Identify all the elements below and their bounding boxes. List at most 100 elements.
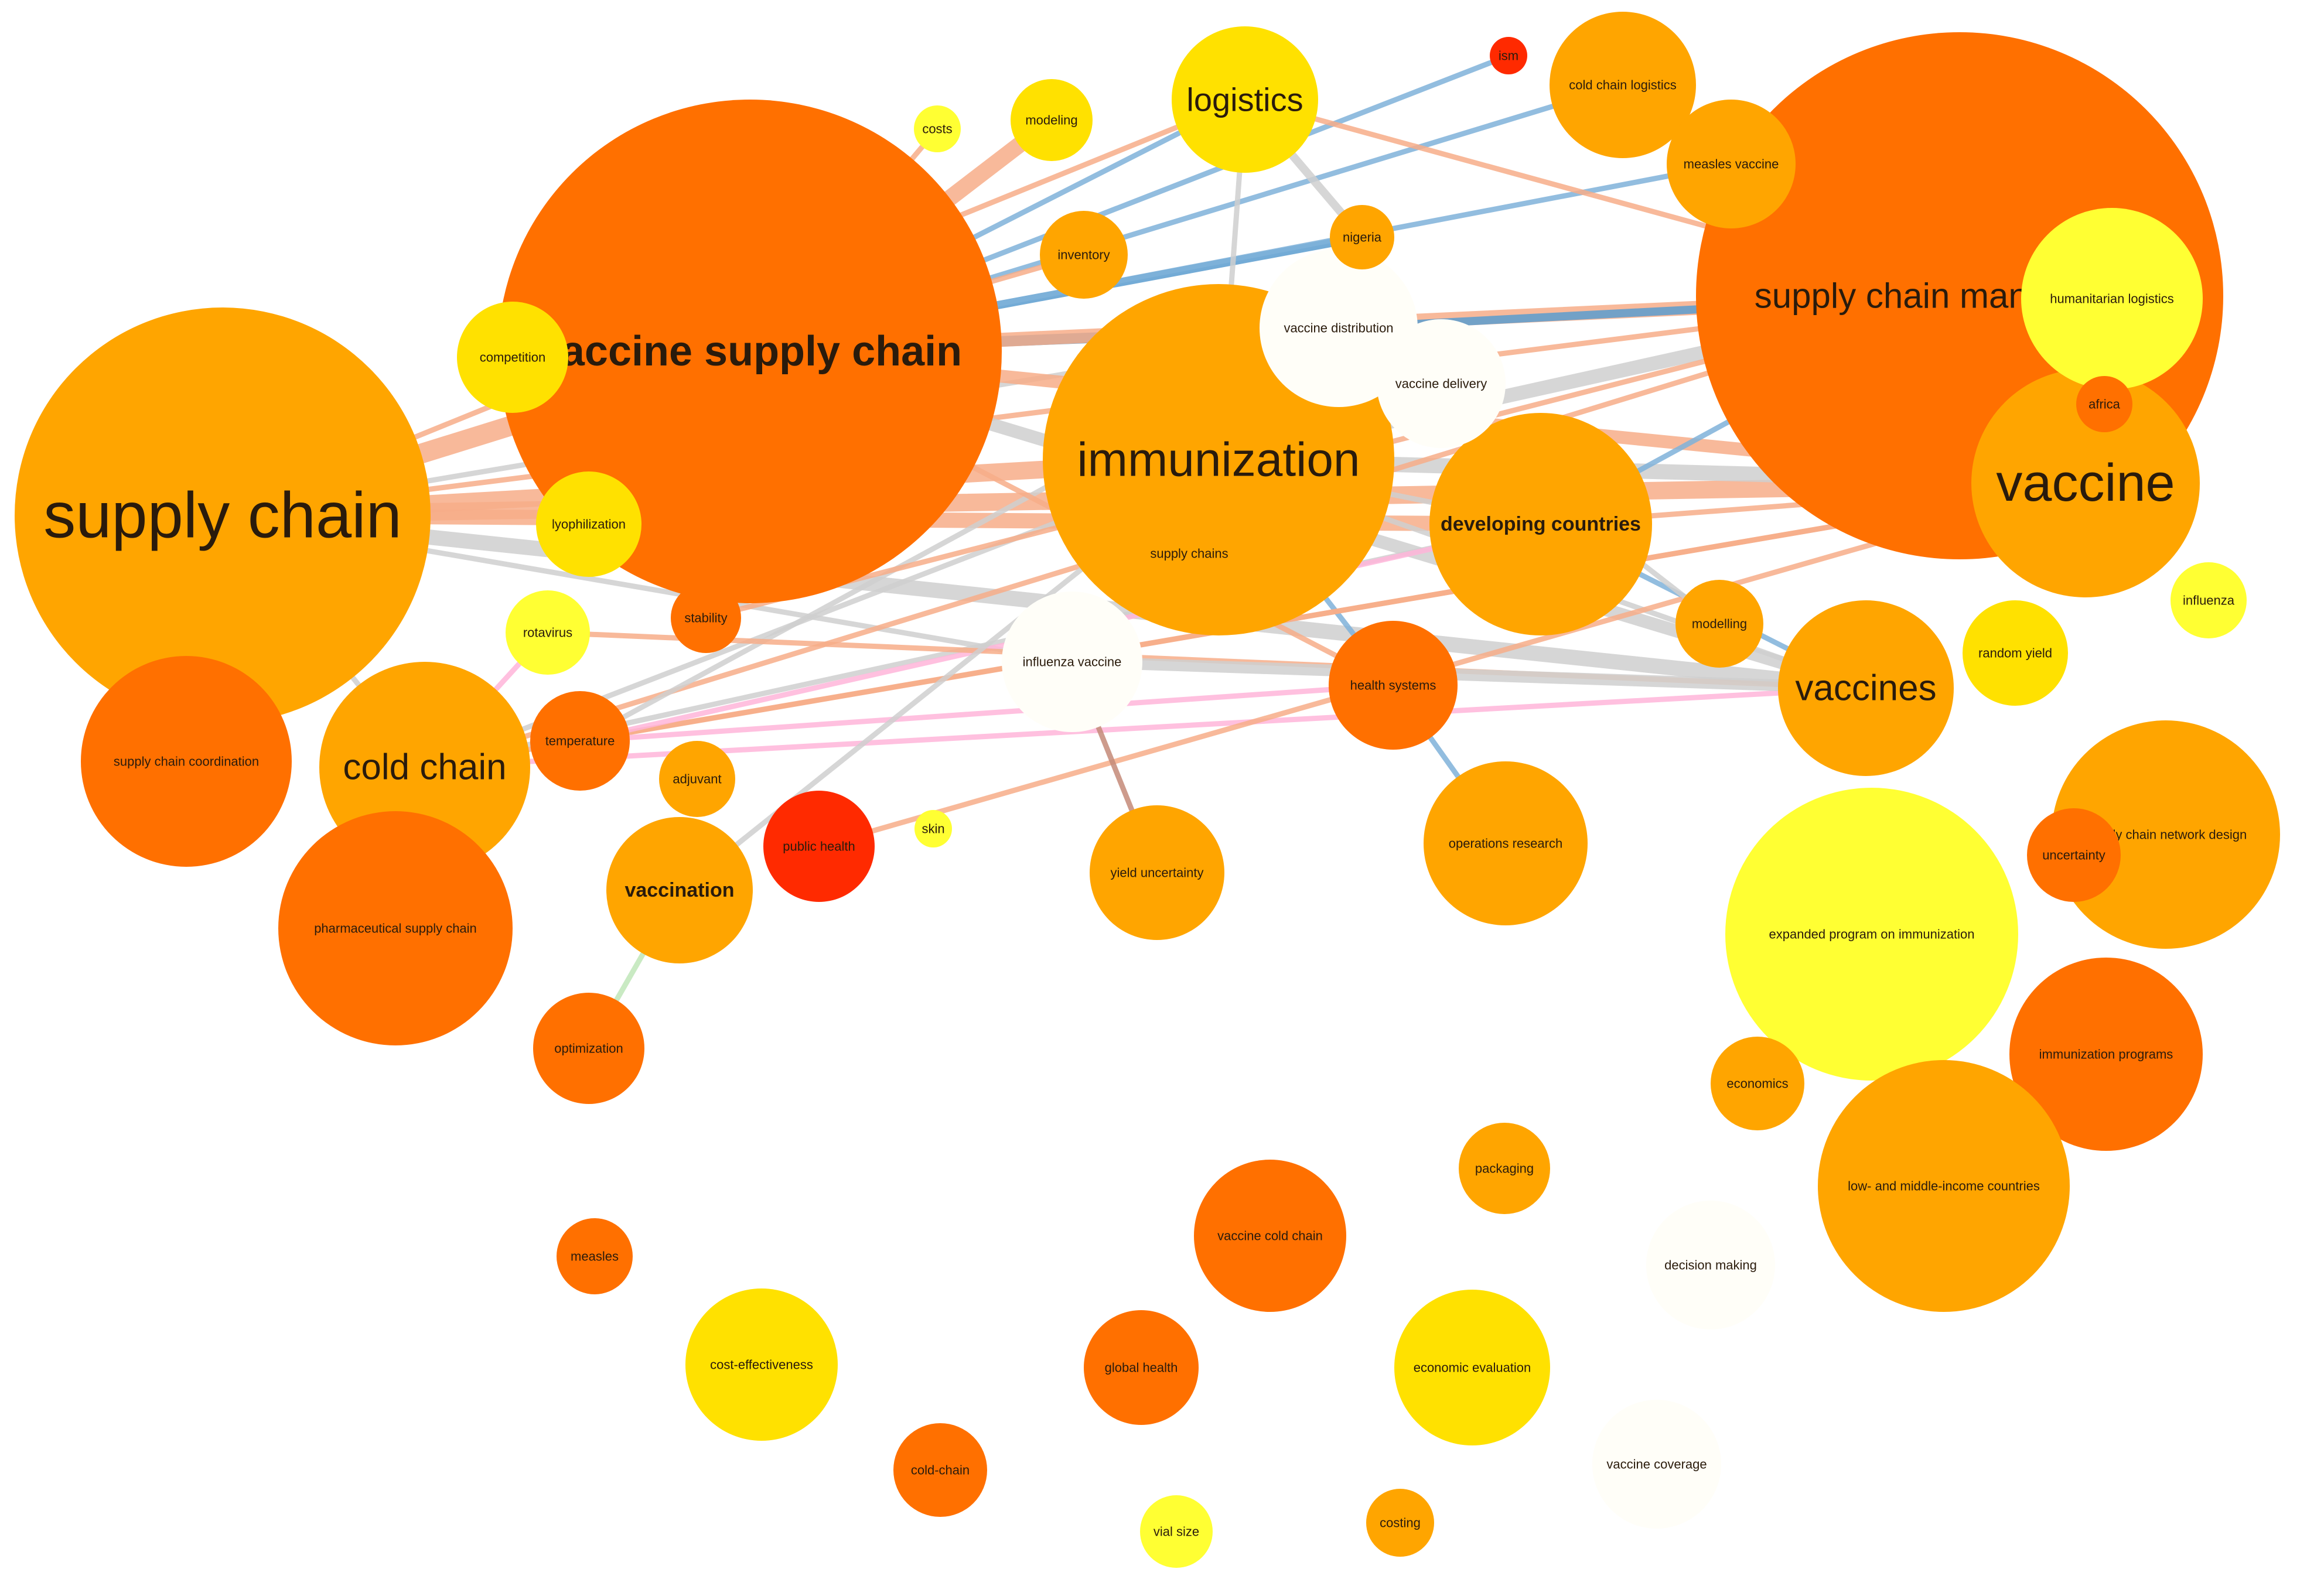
node-circle-humanitarian-logistics[interactable] <box>2021 208 2203 389</box>
node-humanitarian-logistics[interactable]: humanitarian logistics <box>2021 208 2203 389</box>
node-circle-competition[interactable] <box>457 302 568 413</box>
node-expanded-program[interactable]: expanded program on immunization <box>1725 788 2018 1081</box>
node-circle-skin[interactable] <box>914 810 952 847</box>
node-rotavirus[interactable]: rotavirus <box>506 590 590 675</box>
node-lmic[interactable]: low- and middle-income countries <box>1818 1060 2070 1312</box>
node-vaccine-supply-chain[interactable]: vaccine supply chain <box>498 100 1002 603</box>
node-circle-rotavirus[interactable] <box>506 590 590 675</box>
node-circle-developing-countries[interactable] <box>1429 413 1652 635</box>
node-economics[interactable]: economics <box>1711 1037 1804 1130</box>
node-inventory[interactable]: inventory <box>1040 211 1128 299</box>
node-circle-uncertainty[interactable] <box>2027 808 2121 902</box>
node-vaccines[interactable]: vaccines <box>1778 600 1954 776</box>
node-packaging[interactable]: packaging <box>1459 1123 1550 1214</box>
node-circle-cost-effectiveness[interactable] <box>685 1288 838 1441</box>
node-supply-chain[interactable]: supply chain <box>15 307 431 723</box>
node-circle-stability[interactable] <box>671 583 741 653</box>
node-circle-africa[interactable] <box>2076 376 2132 432</box>
node-circle-temperature[interactable] <box>530 691 630 791</box>
node-yield-uncertainty[interactable]: yield uncertainty <box>1090 805 1224 940</box>
node-circle-cold-chain-logistics[interactable] <box>1550 12 1696 158</box>
node-circle-vaccine-distribution[interactable] <box>1260 249 1418 407</box>
node-vaccination[interactable]: vaccination <box>606 817 753 963</box>
node-stability[interactable]: stability <box>671 583 741 653</box>
node-developing-countries[interactable]: developing countries <box>1429 413 1652 635</box>
node-circle-costing[interactable] <box>1366 1489 1434 1557</box>
node-supply-chain-coordination[interactable]: supply chain coordination <box>81 656 292 867</box>
node-cost-effectiveness[interactable]: cost-effectiveness <box>685 1288 838 1441</box>
node-circle-supply-chain-network-design[interactable] <box>2052 720 2280 949</box>
node-circle-modelling[interactable] <box>1675 580 1763 668</box>
node-supply-chains[interactable]: supply chains <box>1150 546 1228 561</box>
node-public-health[interactable]: public health <box>763 791 875 902</box>
node-circle-measles[interactable] <box>557 1218 633 1294</box>
node-circle-ism[interactable] <box>1490 37 1527 74</box>
node-circle-vaccine-cold-chain[interactable] <box>1194 1160 1346 1312</box>
node-circle-influenza[interactable] <box>2171 562 2247 638</box>
node-circle-vial-size[interactable] <box>1140 1495 1213 1568</box>
node-uncertainty[interactable]: uncertainty <box>2027 808 2121 902</box>
node-circle-operations-research[interactable] <box>1424 761 1588 925</box>
node-logistics[interactable]: logistics <box>1172 26 1318 173</box>
node-circle-adjuvant[interactable] <box>659 741 735 817</box>
node-circle-health-systems[interactable] <box>1329 621 1458 750</box>
node-decision-making[interactable]: decision making <box>1646 1201 1775 1329</box>
node-circle-economics[interactable] <box>1711 1037 1804 1130</box>
node-costing[interactable]: costing <box>1366 1489 1434 1557</box>
node-circle-pharmaceutical-supply-chain[interactable] <box>278 811 513 1045</box>
node-circle-random-yield[interactable] <box>1963 600 2068 706</box>
node-circle-vaccination[interactable] <box>606 817 753 963</box>
node-random-yield[interactable]: random yield <box>1963 600 2068 706</box>
node-influenza-vaccine[interactable]: influenza vaccine <box>1002 592 1142 732</box>
node-circle-nigeria[interactable] <box>1330 205 1394 269</box>
node-circle-lmic[interactable] <box>1818 1060 2070 1312</box>
node-global-health[interactable]: global health <box>1084 1310 1199 1425</box>
node-optimization[interactable]: optimization <box>533 993 644 1104</box>
node-circle-inventory[interactable] <box>1040 211 1128 299</box>
node-circle-packaging[interactable] <box>1459 1123 1550 1214</box>
node-circle-modeling[interactable] <box>1011 79 1093 161</box>
node-africa[interactable]: africa <box>2076 376 2132 432</box>
node-cold-chain-hyphen[interactable]: cold-chain <box>893 1423 987 1517</box>
node-circle-public-health[interactable] <box>763 791 875 902</box>
node-vaccine-cold-chain[interactable]: vaccine cold chain <box>1194 1160 1346 1312</box>
node-vaccine-coverage[interactable]: vaccine coverage <box>1592 1400 1721 1529</box>
node-influenza[interactable]: influenza <box>2171 562 2247 638</box>
node-circle-logistics[interactable] <box>1172 26 1318 173</box>
node-circle-supply-chain-coordination[interactable] <box>81 656 292 867</box>
node-circle-cold-chain-hyphen[interactable] <box>893 1423 987 1517</box>
node-circle-vaccines[interactable] <box>1778 600 1954 776</box>
node-circle-expanded-program[interactable] <box>1725 788 2018 1081</box>
node-vaccine[interactable]: vaccine <box>1971 369 2200 597</box>
node-temperature[interactable]: temperature <box>530 691 630 791</box>
node-skin[interactable]: skin <box>914 810 952 847</box>
node-lyophilization[interactable]: lyophilization <box>536 471 641 577</box>
node-operations-research[interactable]: operations research <box>1424 761 1588 925</box>
node-circle-influenza-vaccine[interactable] <box>1002 592 1142 732</box>
node-nigeria[interactable]: nigeria <box>1330 205 1394 269</box>
node-adjuvant[interactable]: adjuvant <box>659 741 735 817</box>
node-vial-size[interactable]: vial size <box>1140 1495 1213 1568</box>
node-costs[interactable]: costs <box>914 105 961 152</box>
node-circle-costs[interactable] <box>914 105 961 152</box>
node-circle-decision-making[interactable] <box>1646 1201 1775 1329</box>
node-circle-lyophilization[interactable] <box>536 471 641 577</box>
node-health-systems[interactable]: health systems <box>1329 621 1458 750</box>
node-immunization-programs[interactable]: immunization programs <box>2009 958 2203 1151</box>
node-circle-immunization-programs[interactable] <box>2009 958 2203 1151</box>
node-ism[interactable]: ism <box>1490 37 1527 74</box>
node-circle-supply-chain[interactable] <box>15 307 431 723</box>
node-vaccine-distribution[interactable]: vaccine distribution <box>1260 249 1418 407</box>
node-pharmaceutical-supply-chain[interactable]: pharmaceutical supply chain <box>278 811 513 1045</box>
node-cold-chain-logistics[interactable]: cold chain logistics <box>1550 12 1696 158</box>
node-circle-global-health[interactable] <box>1084 1310 1199 1425</box>
node-circle-measles-vaccine[interactable] <box>1667 100 1796 228</box>
node-circle-vaccine-delivery[interactable] <box>1377 319 1506 448</box>
node-circle-optimization[interactable] <box>533 993 644 1104</box>
node-circle-vaccine-supply-chain[interactable] <box>498 100 1002 603</box>
node-modelling[interactable]: modelling <box>1675 580 1763 668</box>
node-economic-evaluation[interactable]: economic evaluation <box>1394 1290 1550 1445</box>
node-circle-vaccine[interactable] <box>1971 369 2200 597</box>
node-modeling[interactable]: modeling <box>1011 79 1093 161</box>
node-circle-economic-evaluation[interactable] <box>1394 1290 1550 1445</box>
